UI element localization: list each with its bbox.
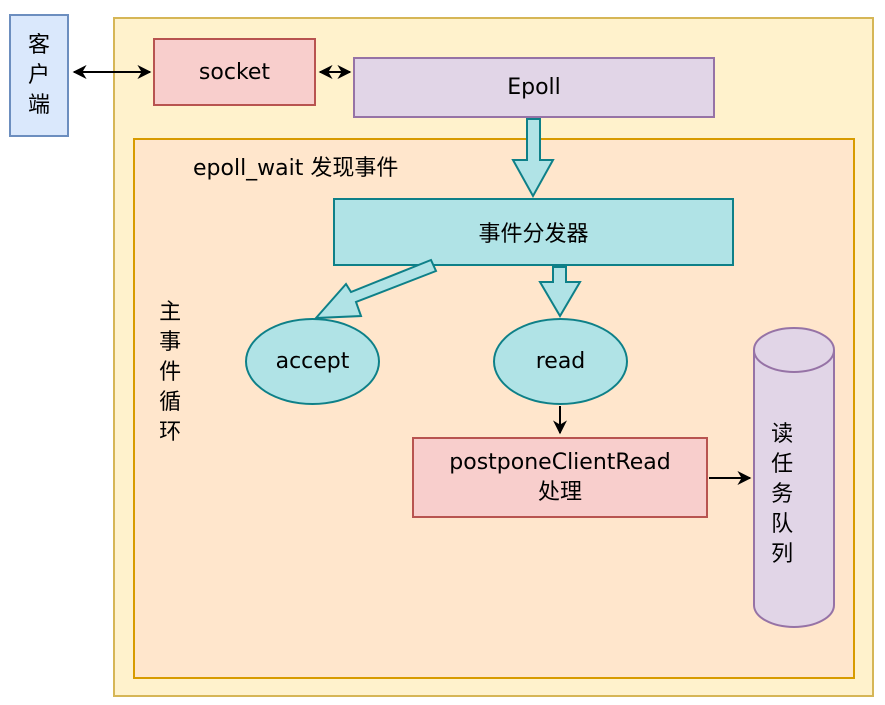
dispatcher-read-arrow bbox=[538, 266, 582, 318]
read-node[interactable]: read bbox=[493, 318, 628, 405]
accept-label: accept bbox=[275, 349, 350, 374]
read-task-queue-cylinder bbox=[753, 327, 835, 628]
epoll-dispatcher-arrow bbox=[511, 118, 555, 199]
socket-node[interactable]: socket bbox=[153, 38, 316, 106]
event-dispatcher-node[interactable]: 事件分发器 bbox=[333, 198, 734, 266]
queue-label: 读任务队列 bbox=[771, 422, 794, 567]
read-task-queue-node[interactable]: 读任务队列 bbox=[770, 420, 794, 570]
postpone-label-line2: 处理 bbox=[537, 479, 582, 505]
accept-node[interactable]: accept bbox=[245, 318, 380, 405]
read-label: read bbox=[535, 349, 586, 374]
dispatcher-label: 事件分发器 bbox=[478, 222, 589, 247]
client-node[interactable]: 客户端 bbox=[9, 14, 69, 137]
main-loop-label: 主事件循环 bbox=[159, 300, 182, 445]
postpone-client-read-node[interactable]: postponeClientRead 处理 bbox=[412, 437, 708, 518]
epoll-wait-label: epoll_wait 发现事件 bbox=[193, 156, 399, 181]
epoll-node[interactable]: Epoll bbox=[353, 57, 715, 118]
postpone-label-line1: postponeClientRead bbox=[449, 449, 671, 475]
client-label: 客户端 bbox=[27, 32, 50, 118]
dispatcher-accept-arrow bbox=[313, 258, 438, 320]
epoll-label: Epoll bbox=[507, 75, 561, 100]
main-loop-label-wrap: 主事件循环 bbox=[158, 298, 182, 448]
socket-label: socket bbox=[198, 59, 271, 85]
